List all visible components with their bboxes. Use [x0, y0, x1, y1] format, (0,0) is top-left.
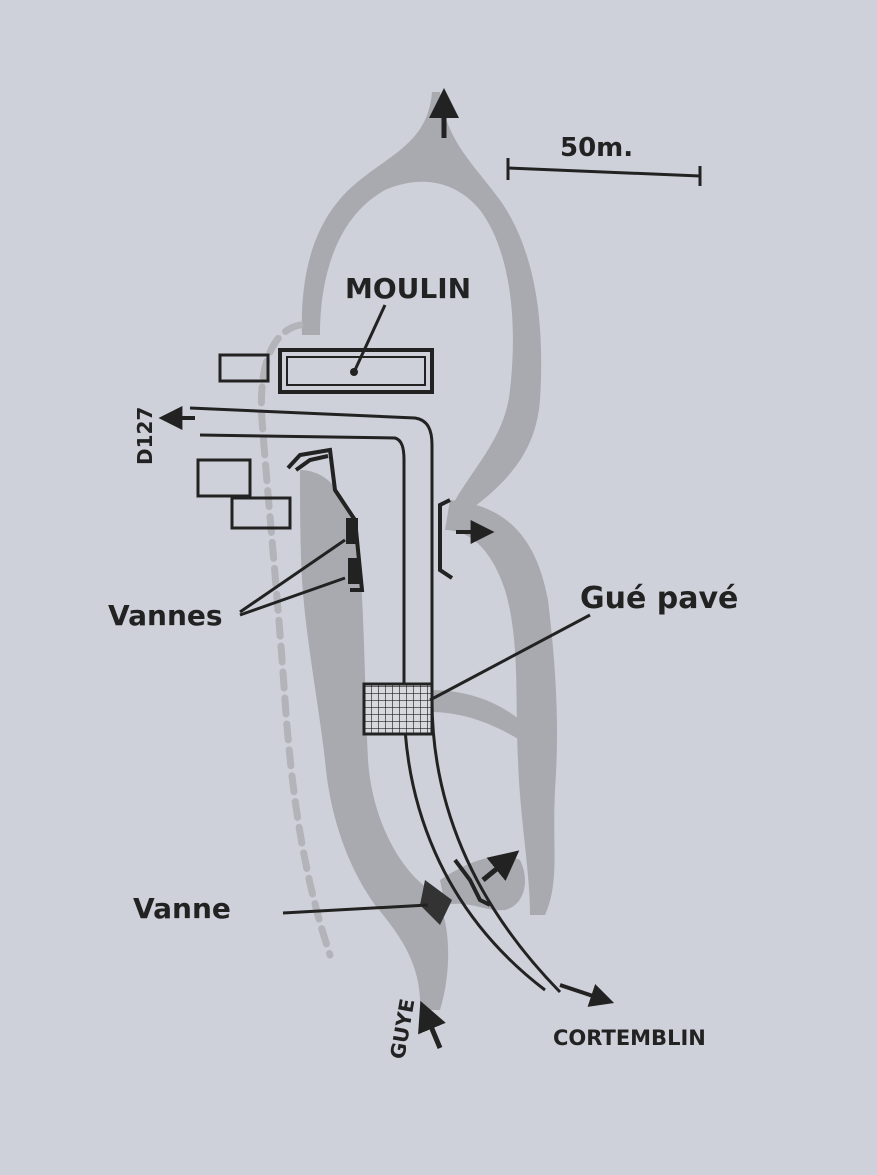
ford-label: Gué pavé	[580, 581, 738, 616]
river-inflow-arrow	[418, 1000, 446, 1049]
mill-label: MOULIN	[345, 272, 471, 305]
outbuilding-3	[230, 496, 292, 530]
gate-label: Vanne	[133, 892, 231, 925]
right-arm-water	[445, 500, 558, 915]
road-label: D127	[133, 407, 157, 465]
ford-leader-line	[429, 613, 591, 702]
scale-bar: 50m.	[506, 133, 702, 186]
road-d127	[158, 406, 615, 1007]
gate-mark-1	[346, 518, 358, 544]
buildings	[196, 348, 434, 530]
mill-leader-dot	[350, 368, 358, 376]
lower-gate	[420, 850, 520, 925]
side-weir	[438, 498, 495, 580]
outbuilding-2	[196, 458, 252, 498]
sluice-structure	[286, 447, 365, 592]
scale-label: 50m.	[560, 133, 633, 163]
outbuilding-1	[218, 353, 270, 383]
village-label: CORTEMBLIN	[553, 1026, 706, 1050]
mill-leader-line	[353, 304, 387, 371]
outlet-arrow	[481, 850, 520, 882]
road-east-arrow	[559, 983, 615, 1007]
mill-building	[278, 348, 434, 394]
gates-leader-2	[239, 576, 346, 617]
old-path-dashed	[257, 321, 334, 959]
gates-label: Vannes	[108, 599, 223, 632]
gates-leader-1	[239, 538, 346, 614]
gate-leader-line	[282, 903, 429, 915]
upper-loop-water	[301, 92, 542, 510]
gate-mark-2	[348, 558, 360, 584]
left-channel-water	[300, 470, 449, 1010]
mid-connector-water	[430, 690, 520, 740]
mill-building-inner	[286, 356, 426, 386]
paved-ford	[362, 682, 434, 736]
